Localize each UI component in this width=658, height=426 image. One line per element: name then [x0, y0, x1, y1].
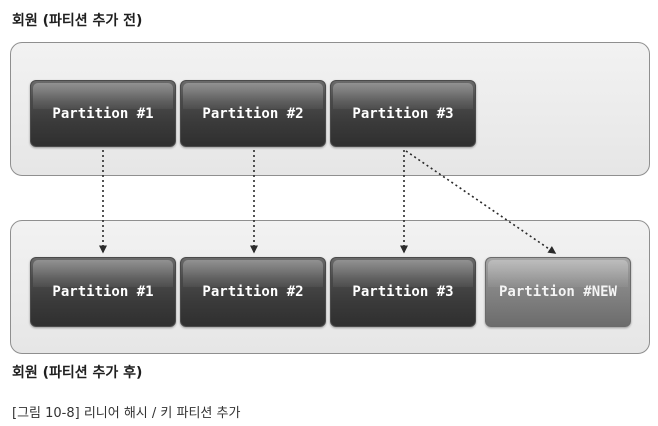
partition-after-1: Partition #1	[30, 257, 176, 327]
title-after: 회원 (파티션 추가 후)	[12, 365, 143, 381]
title-before: 회원 (파티션 추가 전)	[12, 13, 143, 29]
partition-after-new: Partition #NEW	[485, 257, 631, 327]
partition-before-2: Partition #2	[180, 80, 326, 147]
partition-before-3: Partition #3	[330, 80, 476, 147]
partition-label: Partition #3	[352, 105, 454, 122]
partition-label: Partition #NEW	[498, 284, 617, 300]
partition-after-2: Partition #2	[180, 257, 326, 327]
arrow-p3-to-new	[405, 150, 557, 254]
partition-label: Partition #1	[52, 284, 154, 300]
partition-after-3: Partition #3	[330, 257, 476, 327]
partition-label: Partition #1	[52, 105, 154, 122]
figure-caption: [그림 10-8] 리니어 해시 / 키 파티션 추가	[12, 406, 241, 421]
partition-label: Partition #3	[352, 284, 454, 300]
partition-before-1: Partition #1	[30, 80, 176, 147]
partition-label: Partition #2	[202, 105, 304, 122]
partition-label: Partition #2	[202, 284, 304, 300]
